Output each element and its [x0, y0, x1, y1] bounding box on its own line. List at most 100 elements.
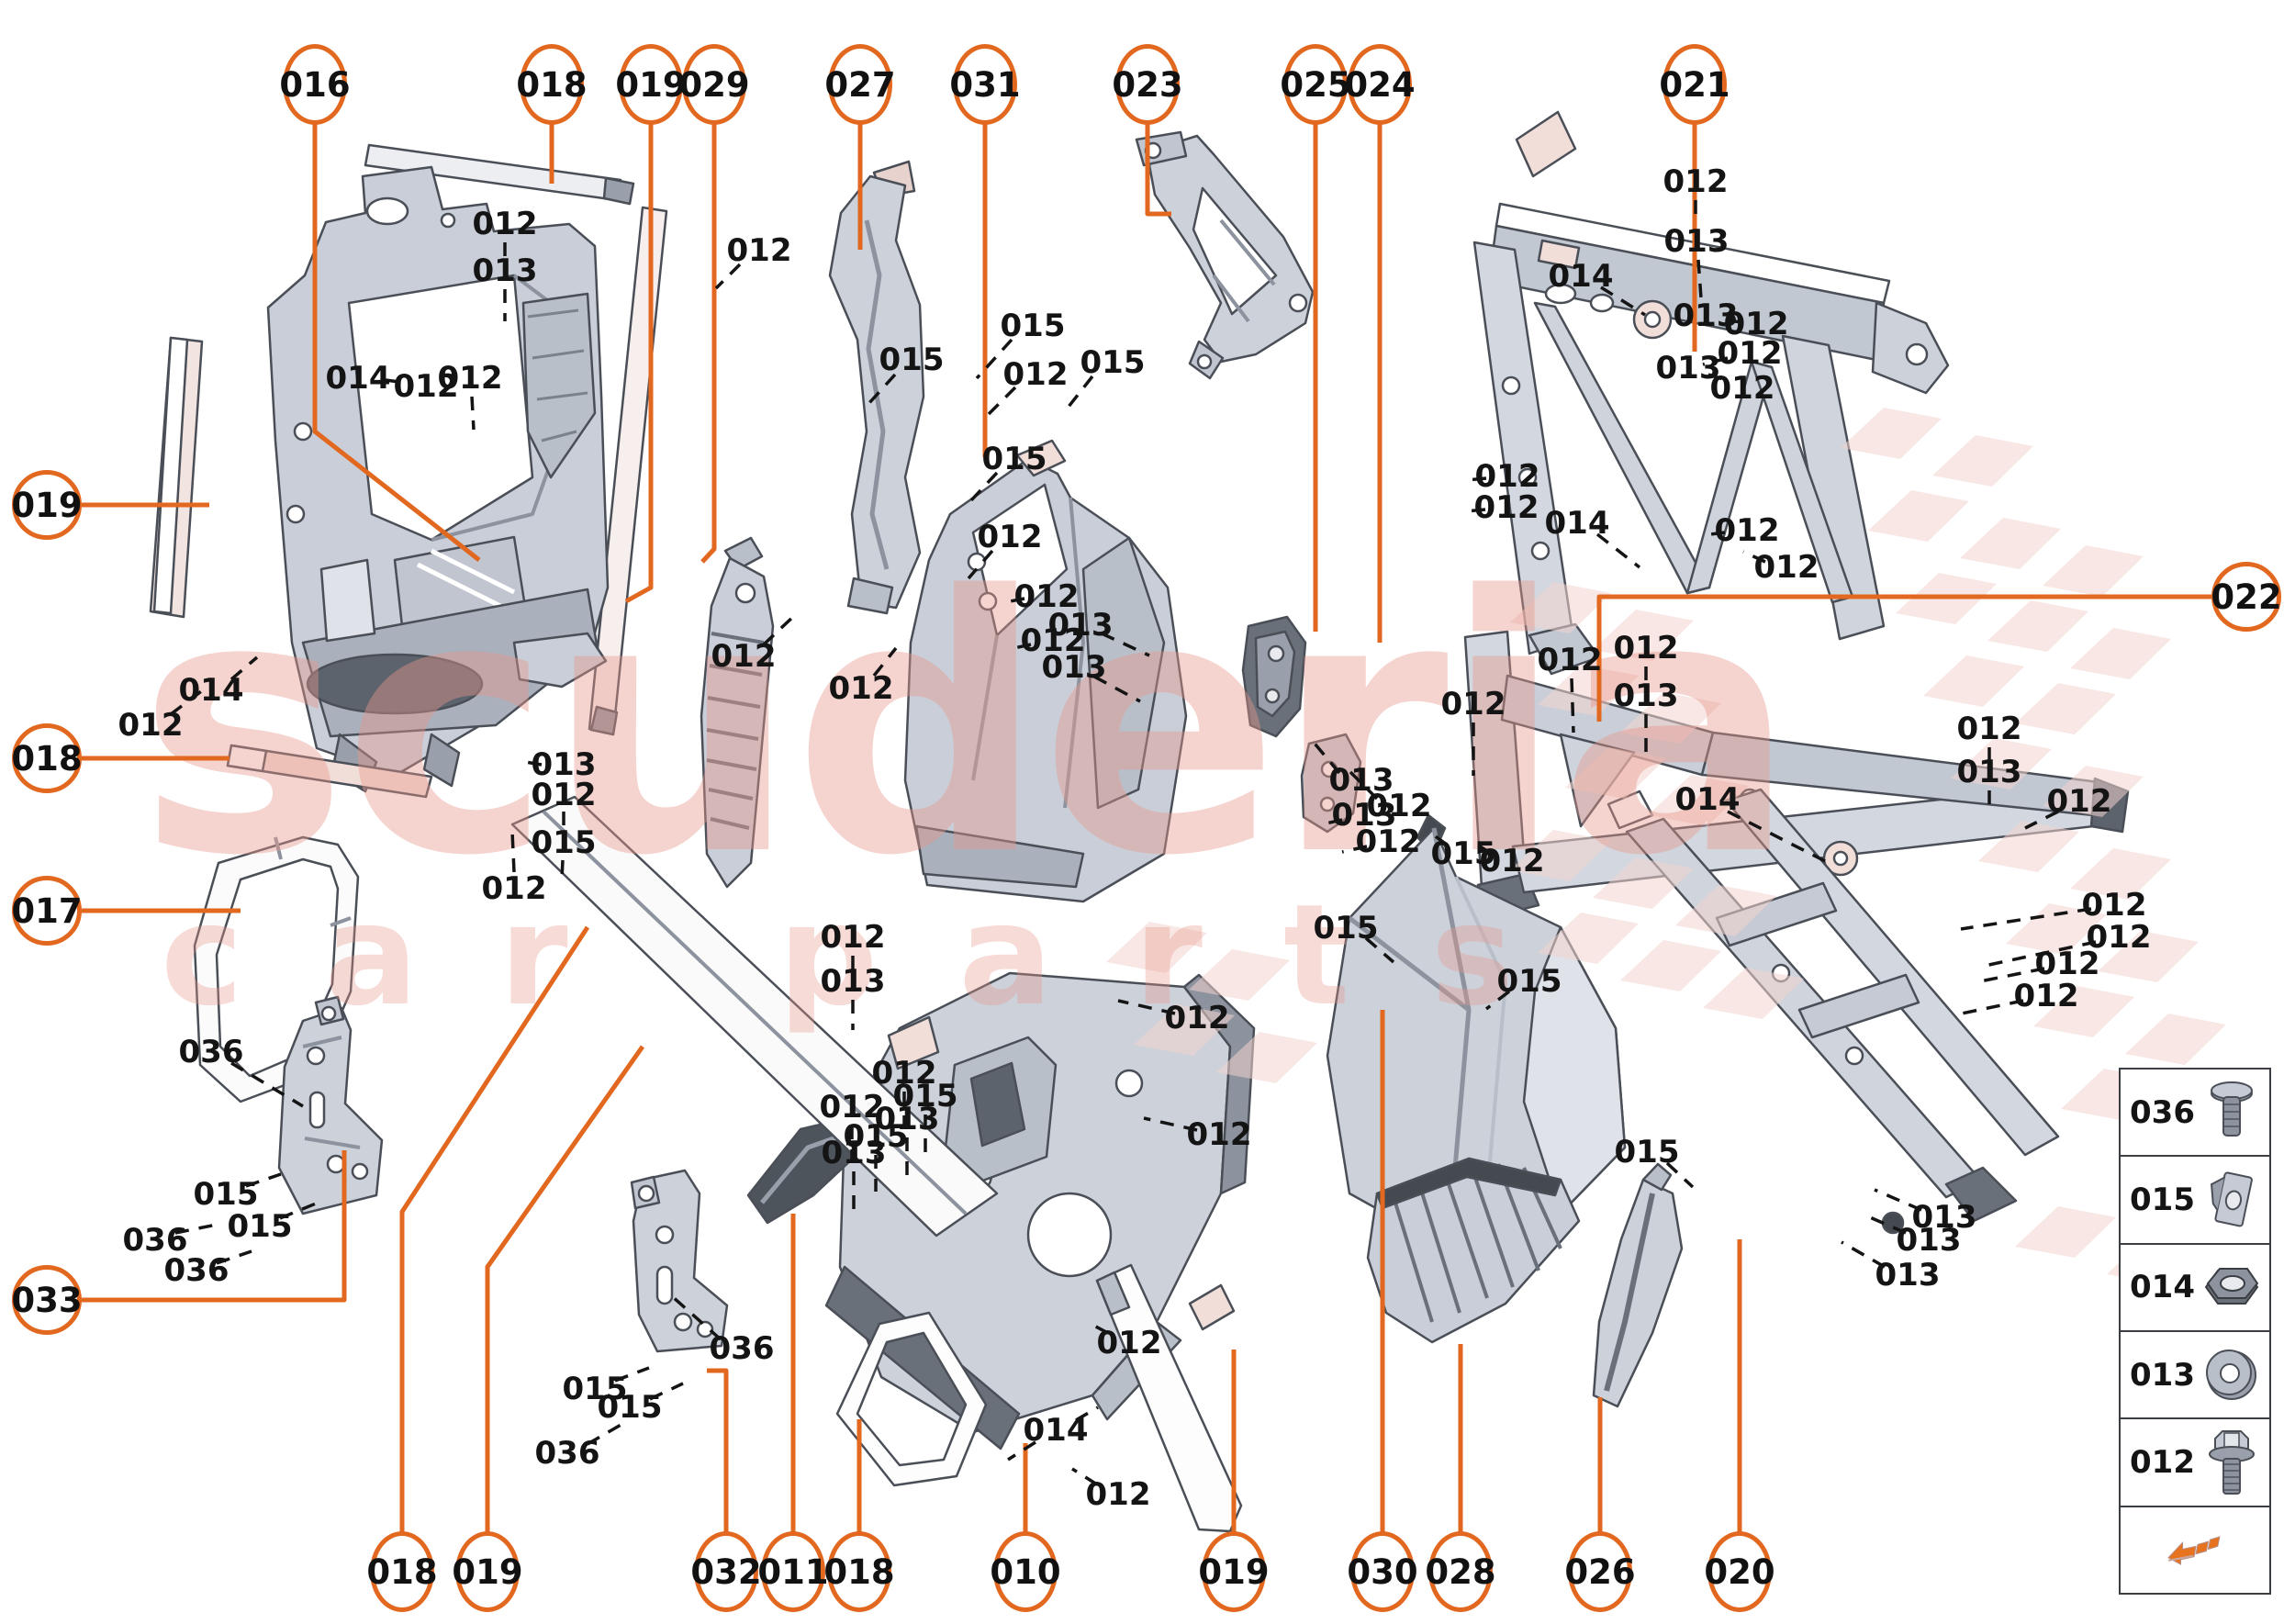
callout-018-top[interactable]: 018 — [516, 44, 588, 125]
label-dashed-leader — [1702, 356, 1729, 366]
callout-019-bottom2[interactable]: 019 — [1198, 1531, 1270, 1612]
watermark-checker-tile — [1841, 408, 1942, 459]
callout-018-bottom2[interactable]: 018 — [823, 1531, 895, 1612]
callout-026-bottom[interactable]: 026 — [1564, 1531, 1636, 1612]
label-dashed-leader — [385, 378, 407, 385]
part-number-label-012: 012 — [977, 519, 1043, 555]
part-018-top-strip-drawing — [364, 143, 635, 206]
legend-code: 015 — [2130, 1181, 2195, 1218]
label-dashed-leader — [1707, 373, 1724, 381]
callout-029[interactable]: 029 — [678, 44, 750, 125]
callout-010-bottom[interactable]: 010 — [990, 1531, 1061, 1612]
part-number-label-012: 012 — [1474, 458, 1540, 495]
part-026-blade-drawing — [1592, 1162, 1684, 1408]
part-019-left-strip-drawing — [149, 336, 204, 619]
callout-025[interactable]: 025 — [1280, 44, 1351, 125]
label-dashed-leader — [975, 338, 1013, 380]
label-dashed-leader — [762, 611, 799, 646]
part-number-label-015: 015 — [531, 824, 597, 861]
callout-022-right[interactable]: 022 — [2211, 562, 2282, 632]
part-number-label-012: 012 — [1096, 1325, 1162, 1361]
callout-023[interactable]: 023 — [1112, 44, 1183, 125]
part-number-label-012: 012 — [1662, 163, 1729, 200]
watermark-checker-tile — [1510, 830, 1611, 881]
label-dashed-leader — [1063, 375, 1094, 413]
label-dashed-leader — [1570, 678, 1575, 734]
part-number-label-015: 015 — [1000, 308, 1066, 344]
label-dashed-leader — [1009, 643, 1032, 651]
watermark-checker-tile — [2125, 1014, 2226, 1065]
label-dashed-leader — [1600, 286, 1646, 317]
label-dashed-leader — [174, 1223, 218, 1235]
part-number-label-012: 012 — [1355, 823, 1421, 860]
callout-033-left[interactable]: 033 — [11, 1265, 83, 1335]
part-number-label-012: 012 — [1479, 843, 1545, 879]
callout-019-bottom1[interactable]: 019 — [452, 1531, 523, 1612]
callout-024[interactable]: 024 — [1344, 44, 1416, 125]
callout-016[interactable]: 016 — [279, 44, 351, 125]
part-number-label-013: 013 — [1911, 1199, 1977, 1236]
callout-031[interactable]: 031 — [949, 44, 1021, 125]
part-number-label-012: 012 — [726, 232, 792, 269]
label-dashed-leader — [1696, 259, 1703, 299]
watermark-checker-tile — [2033, 986, 2134, 1037]
callout-032-bottom[interactable]: 032 — [690, 1531, 762, 1612]
part-032-bracket-drawing — [630, 1169, 729, 1353]
part-number-label-015: 015 — [1496, 963, 1562, 1000]
callout-leader-line — [399, 925, 590, 1533]
label-dashed-leader — [867, 373, 897, 406]
part-023-bracket-drawing — [1135, 130, 1315, 380]
direction-arrow-icon — [2166, 1514, 2223, 1585]
callout-019-left[interactable]: 019 — [11, 470, 83, 540]
label-dashed-leader — [510, 831, 516, 873]
callout-019-top[interactable]: 019 — [615, 44, 687, 125]
part-016-frame-drawing — [266, 165, 610, 793]
part-number-label-012: 012 — [1709, 370, 1775, 407]
label-dashed-leader — [1742, 550, 1766, 564]
hex-nut-icon — [2203, 1251, 2260, 1323]
label-dashed-leader — [1093, 675, 1141, 703]
part-number-label-012: 012 — [1366, 788, 1432, 824]
callout-028-bottom[interactable]: 028 — [1425, 1531, 1496, 1612]
label-dashed-leader — [1726, 319, 1743, 324]
part-number-label-015: 015 — [892, 1078, 958, 1114]
part-number-label-012: 012 — [2086, 919, 2152, 956]
part-number-label-012: 012 — [1002, 356, 1069, 393]
part-number-label-012: 012 — [1717, 335, 1783, 372]
part-number-label-015: 015 — [1313, 910, 1379, 946]
part-number-label-014: 014 — [178, 672, 244, 709]
label-dashed-leader — [470, 396, 476, 431]
washer-icon — [2203, 1339, 2260, 1411]
part-number-label-036: 036 — [163, 1252, 230, 1289]
part-number-label-036: 036 — [709, 1330, 775, 1367]
callout-leader-line — [485, 1045, 645, 1533]
part-number-label-012: 012 — [118, 707, 184, 744]
callout-018-left[interactable]: 018 — [11, 723, 83, 793]
callout-011-bottom[interactable]: 011 — [757, 1531, 829, 1612]
label-dashed-leader — [1484, 990, 1511, 1011]
callout-027[interactable]: 027 — [824, 44, 896, 125]
part-number-label-013: 013 — [1673, 297, 1739, 334]
label-dashed-leader — [714, 263, 742, 290]
part-number-label-036: 036 — [534, 1435, 600, 1472]
label-dashed-leader — [1727, 810, 1826, 863]
part-number-label-012: 012 — [1613, 630, 1679, 666]
legend-row-036: 036 — [2121, 1070, 2269, 1158]
label-dashed-leader — [1665, 1161, 1695, 1189]
callout-017-left[interactable]: 017 — [11, 876, 83, 946]
callout-018-bottom1[interactable]: 018 — [366, 1531, 438, 1612]
label-dashed-leader — [986, 386, 1017, 417]
label-dashed-leader — [670, 1294, 722, 1341]
callout-leader-line — [82, 1150, 347, 1303]
legend-row-013: 013 — [2121, 1332, 2269, 1420]
watermark-checker-tile — [1538, 665, 1639, 716]
callout-030-bottom[interactable]: 030 — [1347, 1531, 1418, 1612]
part-number-label-015: 015 — [879, 342, 945, 378]
callout-020-bottom[interactable]: 020 — [1704, 1531, 1775, 1612]
part-number-label-015: 015 — [843, 1118, 909, 1155]
callout-leader-line — [1596, 594, 2211, 722]
callout-021[interactable]: 021 — [1659, 44, 1730, 125]
callout-leader-line — [707, 1368, 729, 1533]
label-dashed-leader — [1309, 737, 1341, 775]
watermark-checker-tile — [1134, 1004, 1235, 1056]
